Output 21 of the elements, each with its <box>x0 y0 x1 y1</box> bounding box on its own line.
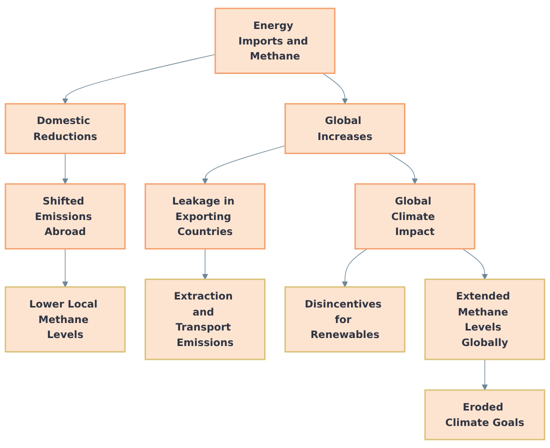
process-box: Energy Imports and Methane <box>214 8 336 74</box>
process-box: Lower Local Methane Levels <box>4 286 126 352</box>
arrow <box>62 153 68 184</box>
arrow <box>62 248 68 288</box>
arrow <box>388 153 418 184</box>
arrow <box>202 145 286 184</box>
arrow <box>482 359 488 390</box>
process-box: Leakage in Exporting Countries <box>144 183 266 250</box>
process-box: Global Climate Impact <box>354 183 476 250</box>
arrow <box>462 248 488 280</box>
arrow <box>62 54 216 104</box>
process-box: Extraction and Transport Emissions <box>144 278 266 360</box>
process-box: Eroded Climate Goals <box>424 389 546 440</box>
process-box: Shifted Emissions Abroad <box>4 183 126 250</box>
process-box: Domestic Reductions <box>4 103 126 154</box>
process-box: Extended Methane Levels Globally <box>424 278 546 360</box>
process-box: Disincentives for Renewables <box>284 286 406 352</box>
arrow <box>202 248 208 280</box>
arrow <box>342 248 368 288</box>
process-box: Global Increases <box>284 103 406 154</box>
arrow <box>322 72 348 104</box>
